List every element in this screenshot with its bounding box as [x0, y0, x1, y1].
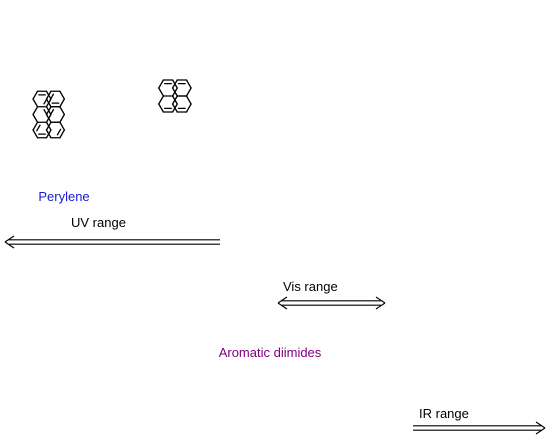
bond-line	[59, 98, 66, 108]
bond-line	[185, 95, 192, 105]
bond-line	[45, 113, 52, 123]
ir-range-label: IR range	[419, 406, 469, 421]
bond-line	[171, 87, 178, 97]
bond-line	[158, 79, 165, 89]
bond-line	[56, 128, 62, 136]
bond-line	[36, 124, 41, 132]
bond-line	[32, 129, 39, 139]
bond-line	[45, 106, 52, 116]
range-arrows	[4, 235, 546, 435]
bond-line	[32, 90, 39, 100]
bond-line	[32, 121, 39, 131]
range-arrow-line	[277, 296, 288, 304]
range-arrow-line	[535, 427, 546, 435]
bond-line	[158, 87, 165, 97]
bond-line	[158, 95, 165, 105]
bond-line	[45, 129, 52, 139]
bond-line	[171, 103, 178, 113]
bond-line	[45, 98, 52, 108]
bond-line	[185, 79, 192, 89]
molecule-bonds	[32, 79, 192, 139]
bond-line	[158, 103, 165, 113]
bond-line	[171, 95, 178, 105]
range-arrow-line	[375, 296, 386, 304]
range-arrow-line	[375, 302, 386, 310]
bond-line	[45, 121, 52, 131]
bond-line	[185, 103, 192, 113]
bond-line	[59, 129, 66, 139]
perylene-label: Perylene	[38, 189, 89, 204]
uv-range-label: UV range	[71, 215, 126, 230]
bond-line	[59, 121, 66, 131]
bond-line	[59, 113, 66, 123]
vis-range-label: Vis range	[283, 279, 338, 294]
range-arrow-line	[535, 421, 546, 429]
bond-line	[32, 106, 39, 116]
bond-line	[171, 79, 178, 89]
bond-line	[32, 98, 39, 108]
bond-line	[59, 106, 66, 116]
bond-line	[59, 90, 66, 100]
bond-line	[32, 113, 39, 123]
bond-line	[185, 87, 192, 97]
range-arrow-line	[277, 302, 288, 310]
bond-line	[45, 90, 52, 100]
range-arrow-line	[4, 235, 15, 243]
range-arrow-line	[4, 241, 15, 249]
aromatic-diimides-label: Aromatic diimides	[219, 345, 322, 360]
